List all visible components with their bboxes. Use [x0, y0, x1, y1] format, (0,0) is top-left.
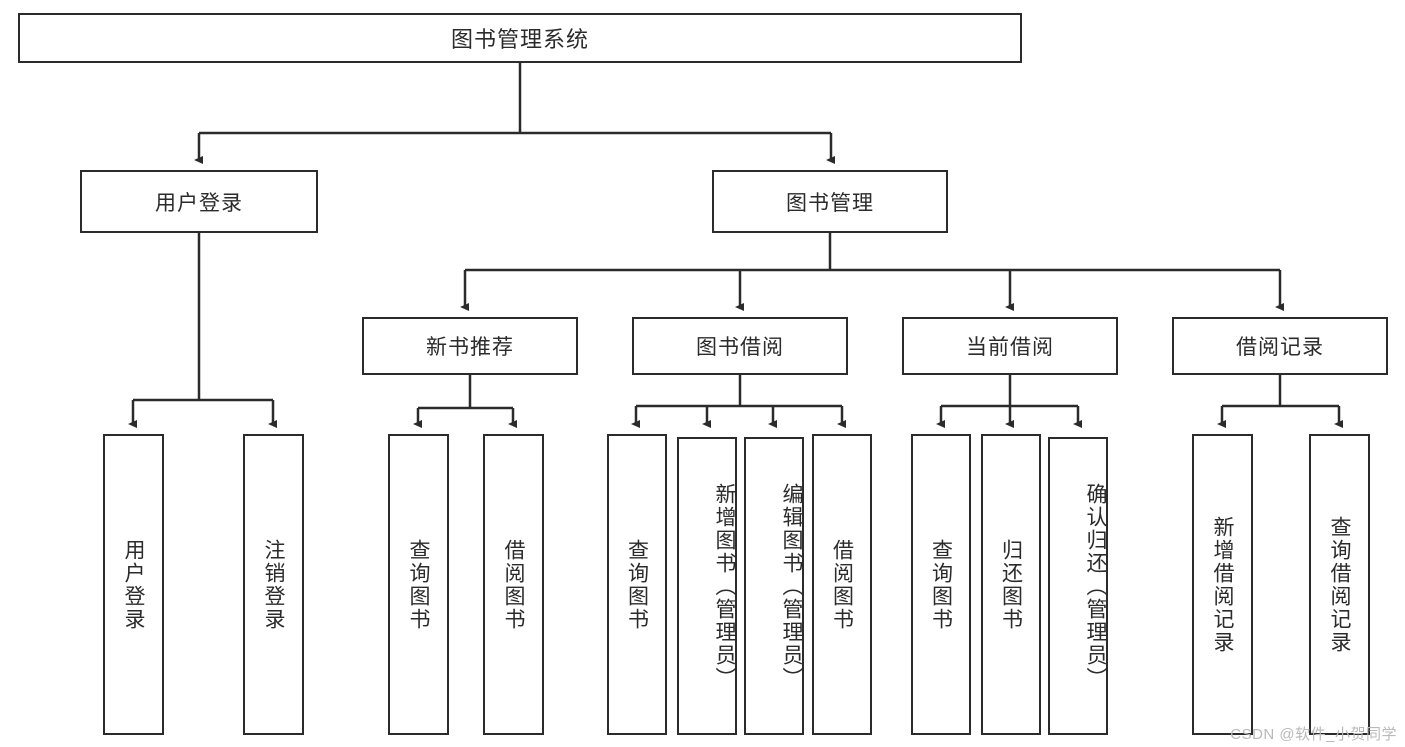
node-label: 新增图书（管理员）: [713, 482, 736, 690]
node-label: 确认归还（管理员）: [1084, 482, 1107, 690]
node-label: 查询图书: [929, 538, 953, 631]
node-label: 用户登录: [122, 538, 145, 631]
leaf-user-login-logout[interactable]: 注销登录: [243, 434, 304, 735]
node-new-book-recommend[interactable]: 新书推荐: [362, 317, 578, 375]
node-current-borrow[interactable]: 当前借阅: [902, 317, 1118, 375]
node-label: 新增借阅记录: [1211, 515, 1234, 654]
node-label: 图书管理系统: [450, 27, 589, 52]
node-borrow-record[interactable]: 借阅记录: [1172, 317, 1388, 375]
leaf-book-borrow-query-book[interactable]: 查询图书: [607, 434, 667, 735]
leaf-book-borrow-add-book-admin[interactable]: 新增图书（管理员）: [677, 437, 737, 735]
leaf-book-borrow-borrow-book[interactable]: 借阅图书: [812, 434, 872, 735]
node-label: 查询图书: [407, 538, 430, 631]
node-label: 注销登录: [262, 538, 285, 631]
node-book-management[interactable]: 图书管理: [712, 170, 948, 233]
leaf-new-book-query-book[interactable]: 查询图书: [388, 434, 449, 735]
node-label: 借阅图书: [502, 538, 525, 631]
leaf-current-borrow-return-book[interactable]: 归还图书: [981, 434, 1041, 735]
node-user-login[interactable]: 用户登录: [80, 170, 318, 233]
leaf-book-borrow-edit-book-admin[interactable]: 编辑图书（管理员）: [744, 437, 804, 735]
node-book-borrow[interactable]: 图书借阅: [632, 317, 848, 375]
node-label: 当前借阅: [966, 336, 1054, 359]
leaf-borrow-record-add-record[interactable]: 新增借阅记录: [1192, 434, 1253, 735]
leaf-new-book-borrow-book[interactable]: 借阅图书: [483, 434, 544, 735]
node-label: 查询借阅记录: [1328, 515, 1351, 654]
leaf-user-login-login[interactable]: 用户登录: [103, 434, 164, 735]
node-root-book-management-system[interactable]: 图书管理系统: [18, 13, 1022, 63]
node-label: 借阅记录: [1236, 336, 1324, 359]
leaf-current-borrow-confirm-return-admin[interactable]: 确认归还（管理员）: [1048, 437, 1108, 735]
leaf-current-borrow-query-book[interactable]: 查询图书: [911, 434, 971, 735]
node-label: 查询图书: [625, 538, 649, 631]
node-label: 用户登录: [155, 191, 243, 215]
watermark-csdn: CSDN @软件_小贺同学: [1230, 726, 1397, 743]
node-label: 编辑图书（管理员）: [780, 482, 803, 690]
node-label: 新书推荐: [426, 336, 514, 359]
node-label: 图书管理: [786, 191, 874, 215]
node-label: 归还图书: [999, 538, 1023, 631]
node-label: 借阅图书: [830, 538, 854, 631]
leaf-borrow-record-query-record[interactable]: 查询借阅记录: [1309, 434, 1370, 735]
node-label: 图书借阅: [696, 336, 784, 359]
